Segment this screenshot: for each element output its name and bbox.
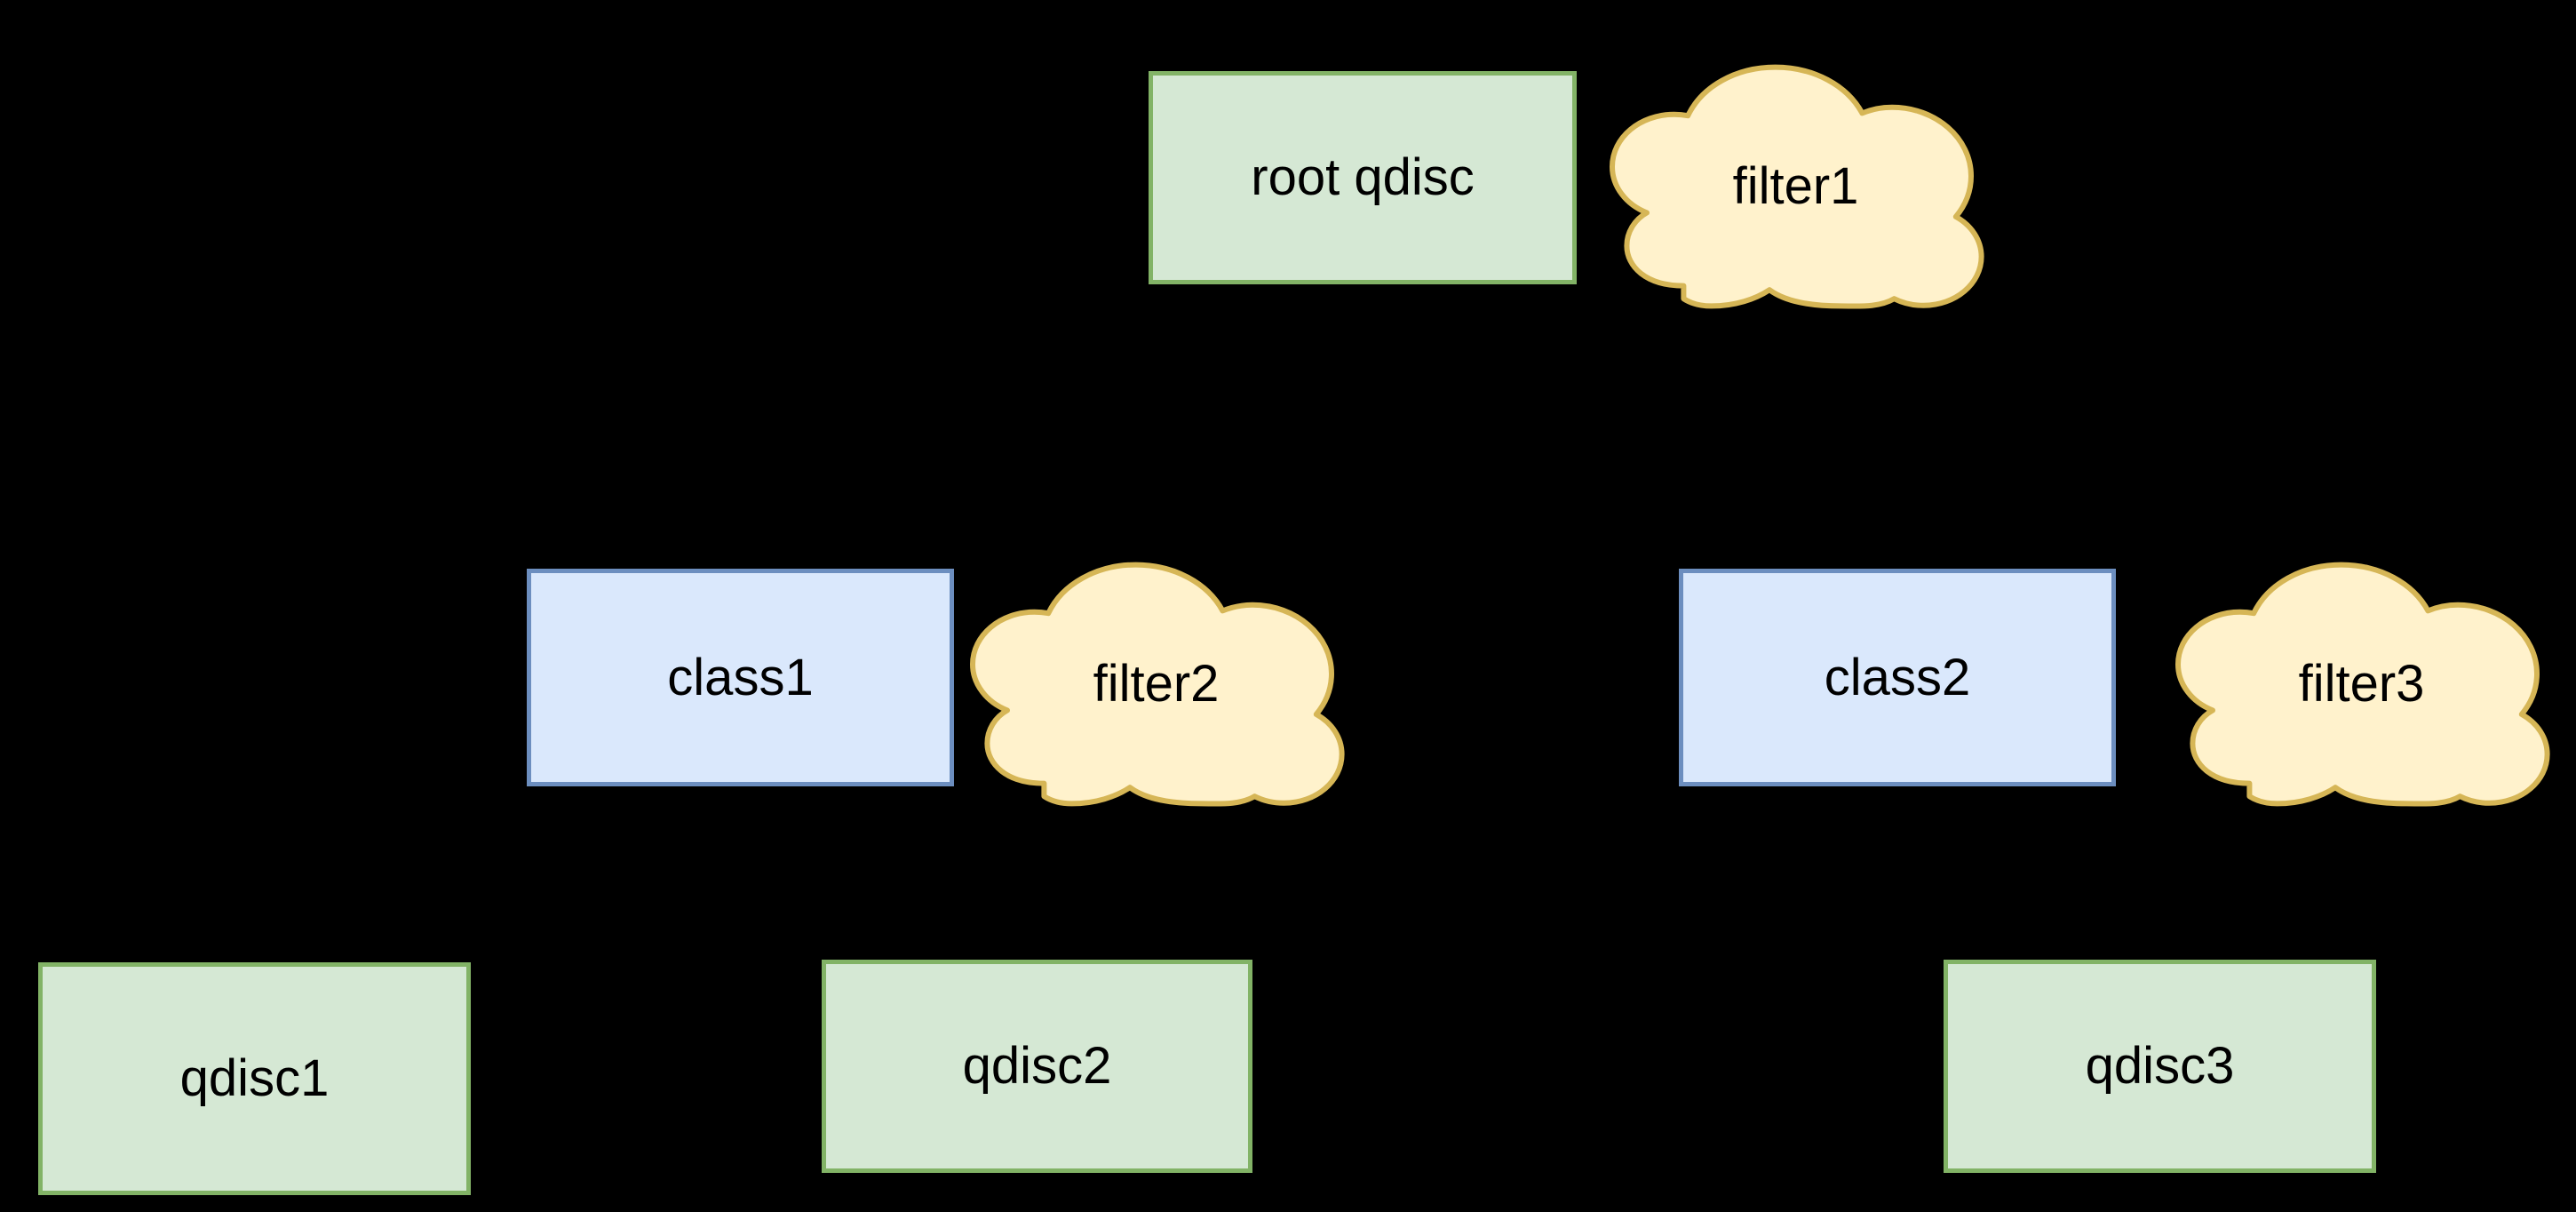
node-filter2[interactable]: filter2 — [962, 560, 1350, 809]
node-qdisc1[interactable]: qdisc1 — [38, 962, 471, 1195]
node-label-filter3: filter3 — [2298, 655, 2425, 714]
node-label-class1: class1 — [667, 648, 814, 706]
edge-qdisc1-to-class1 — [251, 786, 760, 962]
edge-qdisc3-to-class2 — [1877, 786, 2162, 960]
node-class1[interactable]: class1 — [527, 569, 954, 786]
node-label-class2: class2 — [1824, 648, 1971, 706]
node-filter3[interactable]: filter3 — [2167, 560, 2556, 809]
cloud-shape-icon — [970, 562, 1345, 807]
node-label-filter1: filter1 — [1732, 157, 1859, 216]
node-root-qdisc[interactable]: root qdisc — [1149, 71, 1577, 284]
edge-qdisc2-to-class1 — [720, 786, 1039, 960]
node-qdisc2[interactable]: qdisc2 — [822, 960, 1252, 1173]
cloud-shape-icon — [1610, 64, 1984, 309]
node-class2[interactable]: class2 — [1679, 569, 2116, 786]
edge-class1-to-root — [737, 284, 1383, 569]
node-qdisc3[interactable]: qdisc3 — [1944, 960, 2376, 1173]
node-label-filter2: filter2 — [1093, 655, 1220, 714]
node-label-qdisc1: qdisc1 — [179, 1049, 330, 1108]
edge-class2-to-root — [1342, 284, 1900, 569]
node-label-root-qdisc: root qdisc — [1251, 148, 1475, 207]
node-label-qdisc2: qdisc2 — [962, 1037, 1112, 1096]
node-filter1[interactable]: filter1 — [1602, 62, 1990, 311]
node-label-qdisc3: qdisc3 — [2085, 1037, 2235, 1096]
cloud-shape-icon — [2175, 562, 2550, 807]
